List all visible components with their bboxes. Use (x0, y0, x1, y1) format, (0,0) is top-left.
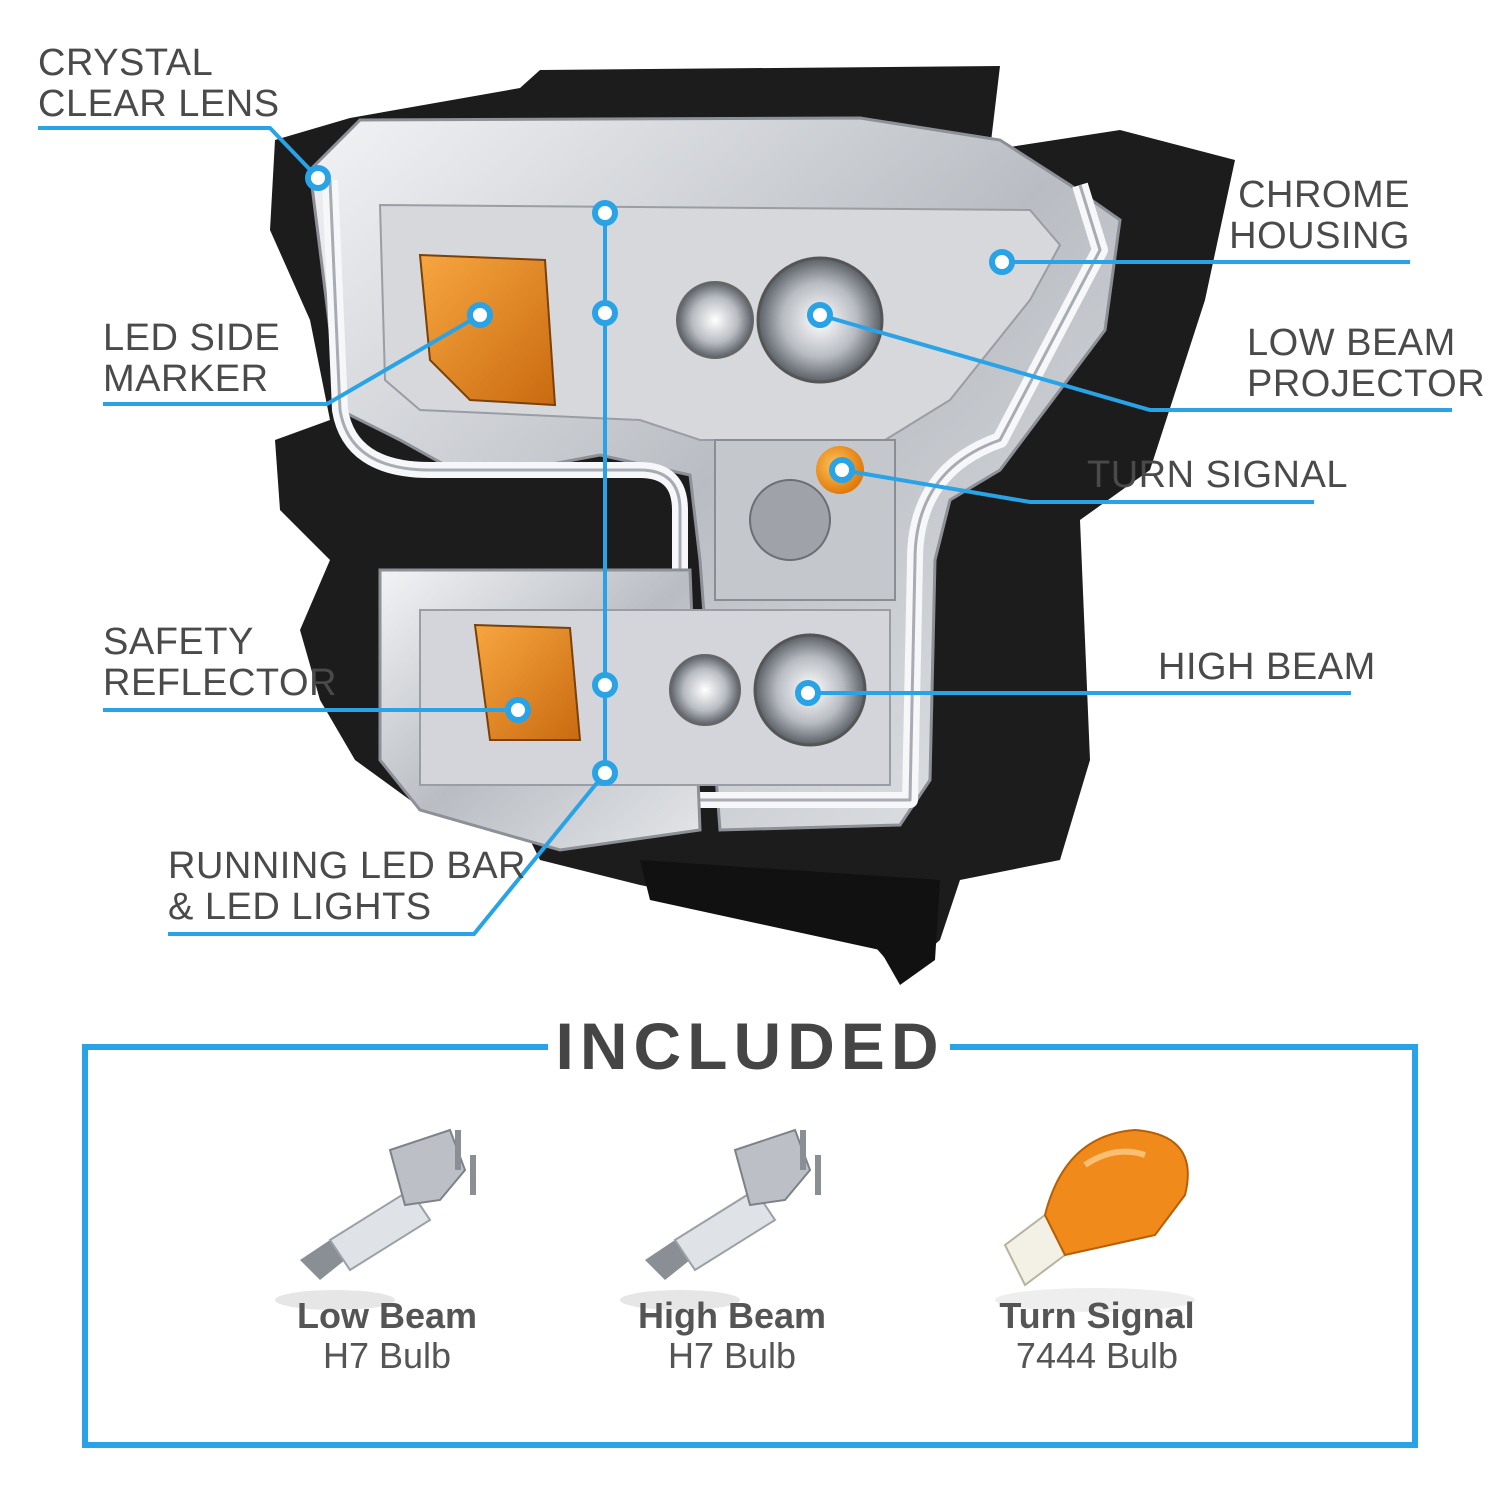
callout-high-beam: HIGH BEAM (1158, 647, 1376, 688)
callout-running-led-bar: RUNNING LED BAR & LED LIGHTS (168, 846, 526, 928)
bulb-name: Turn Signal (999, 1295, 1195, 1336)
bulb-label-high-beam: High Beam H7 Bulb (582, 1296, 882, 1376)
callout-dot-chrome (989, 249, 1015, 275)
callout-crystal-clear-lens: CRYSTAL CLEAR LENS (38, 43, 280, 125)
callout-line: LOW BEAM (1247, 322, 1456, 364)
callout-line: HOUSING (1229, 215, 1410, 257)
callout-line: CLEAR LENS (38, 83, 280, 125)
bulb-type: 7444 Bulb (1015, 1335, 1179, 1376)
callout-turn-signal: TURN SIGNAL (1087, 455, 1348, 496)
bulb-name: High Beam (637, 1295, 827, 1336)
callout-dot-led-top (592, 200, 618, 226)
callout-line: RUNNING LED BAR (168, 845, 526, 887)
callout-dot-led-mid (592, 300, 618, 326)
callout-line: PROJECTOR (1247, 363, 1486, 405)
callout-line: TURN SIGNAL (1087, 454, 1348, 496)
bulb-name: Low Beam (296, 1295, 478, 1336)
bulb-type: H7 Bulb (667, 1335, 797, 1376)
h7-bulb-icon (275, 1128, 476, 1310)
callout-dot-led-low (592, 672, 618, 698)
included-title: INCLUDED (555, 1009, 945, 1083)
bulb-type: H7 Bulb (322, 1335, 452, 1376)
callout-low-beam-projector: LOW BEAM PROJECTOR (1247, 323, 1485, 405)
bulb-label-turn-signal: Turn Signal 7444 Bulb (947, 1296, 1247, 1376)
callout-chrome-housing: CHROME HOUSING (1229, 175, 1410, 257)
7444-amber-bulb-icon (995, 1128, 1195, 1312)
callout-line: HIGH BEAM (1158, 646, 1376, 688)
h7-bulb-icon (620, 1128, 821, 1310)
callout-led-side-marker: LED SIDE MARKER (103, 318, 280, 400)
bulb-label-low-beam: Low Beam H7 Bulb (237, 1296, 537, 1376)
upper-lamp (308, 116, 1122, 832)
callout-line: CRYSTAL (38, 42, 214, 84)
callout-dot-projector (807, 302, 833, 328)
callout-line: LED SIDE (103, 317, 281, 359)
callout-dot-side-marker (467, 302, 493, 328)
callout-line: REFLECTOR (103, 662, 337, 704)
callout-dot-lens (305, 165, 331, 191)
callout-dot-led-bottom (592, 760, 618, 786)
callout-safety-reflector: SAFETY REFLECTOR (103, 622, 337, 704)
callout-line: CHROME (1238, 174, 1410, 216)
callout-line: SAFETY (103, 621, 254, 663)
callout-line: MARKER (103, 358, 269, 400)
callout-line: & LED LIGHTS (168, 886, 432, 928)
callout-dot-reflector (505, 697, 531, 723)
callout-dot-turn (829, 457, 855, 483)
callout-dot-high-beam (795, 680, 821, 706)
